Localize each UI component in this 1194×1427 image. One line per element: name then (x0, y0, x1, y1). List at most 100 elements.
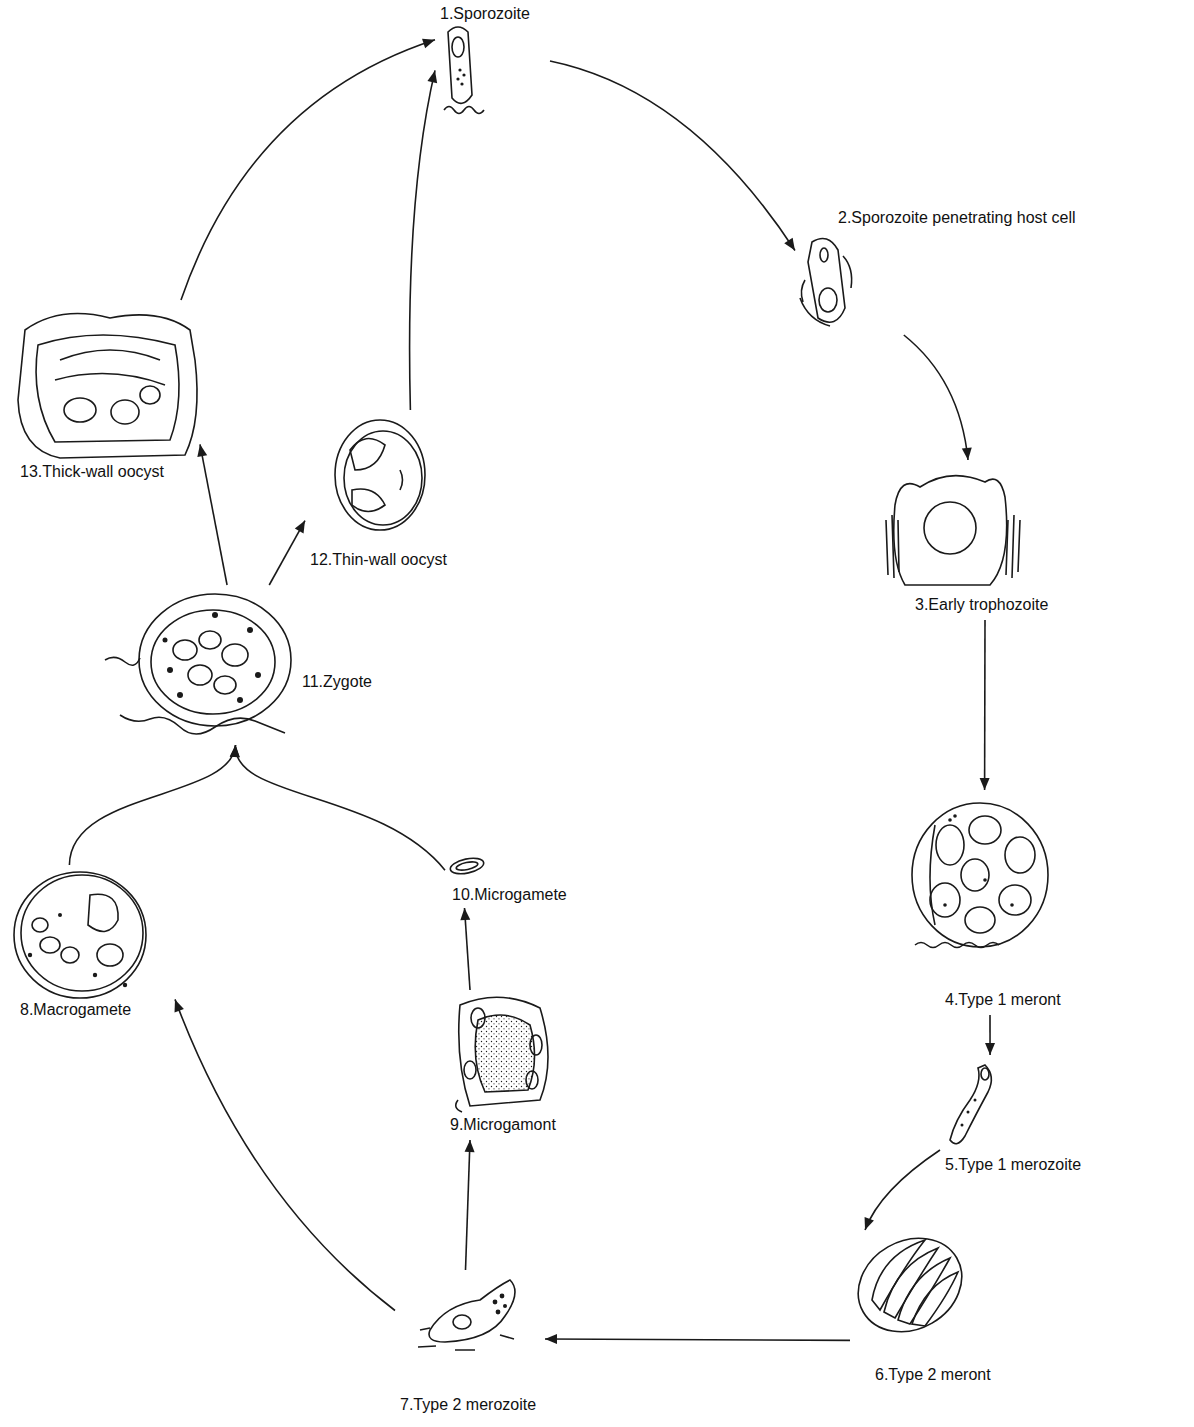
drawing-part (462, 73, 465, 76)
drawing-part (841, 1220, 979, 1350)
drawing-part (247, 627, 253, 633)
microgamont-drawing (456, 997, 548, 1112)
drawing-part (496, 1310, 501, 1315)
drawing-part (163, 638, 168, 643)
arrow-line (545, 1339, 850, 1340)
drawing-part (237, 697, 243, 703)
arrow-head (295, 521, 305, 534)
drawing-part (503, 1304, 507, 1308)
stage-label: 7.Type 2 merozoite (400, 1395, 536, 1415)
arrow-line (466, 1140, 471, 1270)
cycle-arrow (550, 61, 795, 251)
cycle-arrow (230, 745, 445, 870)
drawing-part (97, 944, 123, 966)
sporozoite-drawing (444, 27, 484, 114)
type1-merozoite-drawing (950, 1065, 991, 1144)
drawing-part (14, 872, 146, 998)
drawing-part (1005, 837, 1035, 873)
cycle-arrow (980, 620, 990, 790)
drawing-part (18, 314, 197, 458)
drawing-part (974, 1099, 977, 1102)
drawing-part (120, 715, 285, 734)
arrow-head (427, 70, 437, 83)
drawing-part (453, 1315, 471, 1329)
drawing-part (801, 280, 805, 302)
arrow-head (175, 999, 184, 1012)
cycle-arrow (545, 1334, 850, 1344)
stage-label: 3.Early trophozoite (915, 595, 1048, 615)
drawing-part (55, 374, 165, 385)
cycle-arrow (865, 1150, 940, 1230)
drawing-part (820, 248, 828, 262)
cycle-arrow (181, 39, 435, 300)
life-stage: 6.Type 2 meront (850, 1230, 1010, 1390)
drawing-part (872, 1240, 925, 1310)
drawing-part (123, 983, 127, 987)
drawing-part (948, 818, 952, 822)
microgamete-drawing (449, 856, 485, 877)
drawing-part (819, 288, 837, 312)
drawing-part (456, 77, 459, 80)
cycle-arrow (69, 745, 239, 865)
stage-label: 8.Macrogamete (20, 1000, 131, 1020)
drawing-part (58, 913, 62, 917)
drawing-part (222, 644, 248, 666)
drawing-part (61, 947, 79, 963)
drawing-part (139, 594, 291, 726)
drawing-part (460, 82, 463, 85)
drawing-part (64, 398, 96, 422)
drawing-part (471, 1008, 485, 1028)
drawing-part (21, 875, 143, 991)
drawing-part (493, 1300, 498, 1305)
drawing-part (456, 860, 479, 871)
arrow-line (69, 745, 235, 865)
type2-meront-drawing (841, 1220, 979, 1350)
arrow-line (175, 999, 395, 1310)
stage-label: 5.Type 1 merozoite (945, 1155, 1081, 1175)
drawing-part (924, 502, 976, 554)
drawing-part (448, 27, 472, 103)
cycle-arrow (985, 1015, 995, 1055)
life-stage: 2.Sporozoite penetrating host cell (795, 205, 1135, 335)
life-stage: 9.Microgamont (445, 990, 570, 1140)
stage-label: 11.Zygote (302, 672, 372, 692)
life-stage: 5.Type 1 merozoite (940, 1055, 1115, 1180)
drawing-part (36, 335, 179, 442)
drawing-part (884, 1248, 938, 1318)
stage-label: 13.Thick-wall oocyst (20, 462, 164, 482)
cycle-arrow (904, 335, 972, 460)
drawing-part (444, 107, 484, 114)
stage-label: 1.Sporozoite (440, 4, 530, 24)
drawing-part (105, 657, 140, 665)
drawing-part (188, 665, 212, 685)
type1-meront-drawing (912, 803, 1048, 948)
zygote-drawing (105, 594, 291, 734)
drawing-part (400, 470, 403, 490)
arrow-head (980, 778, 990, 790)
life-stage: 8.Macrogamete (10, 865, 175, 1025)
drawing-part (449, 856, 485, 877)
drawing-part (167, 667, 173, 673)
drawing-part (843, 256, 852, 288)
arrow-head (962, 448, 972, 460)
macrogamete-drawing (14, 872, 146, 998)
life-stage: 10.Microgamete (445, 848, 575, 908)
arrow-line (904, 335, 968, 460)
drawing-part (214, 676, 236, 694)
drawing-part (526, 1071, 538, 1089)
cycle-arrow (460, 908, 470, 990)
drawing-part (983, 878, 987, 882)
arrow-head (465, 1140, 475, 1152)
stage-label: 2.Sporozoite penetrating host cell (838, 208, 1075, 228)
arrow-line (235, 745, 445, 870)
drawing-part (111, 400, 139, 424)
drawing-part (418, 1328, 514, 1350)
drawing-part (930, 883, 960, 917)
drawing-part (60, 350, 160, 360)
drawing-part (32, 918, 48, 932)
drawing-part (915, 943, 999, 948)
stage-label: 12.Thin-wall oocyst (310, 550, 447, 570)
drawing-part (967, 1111, 970, 1114)
life-stage: 7.Type 2 merozoite (395, 1270, 545, 1420)
arrow-line (269, 521, 305, 585)
